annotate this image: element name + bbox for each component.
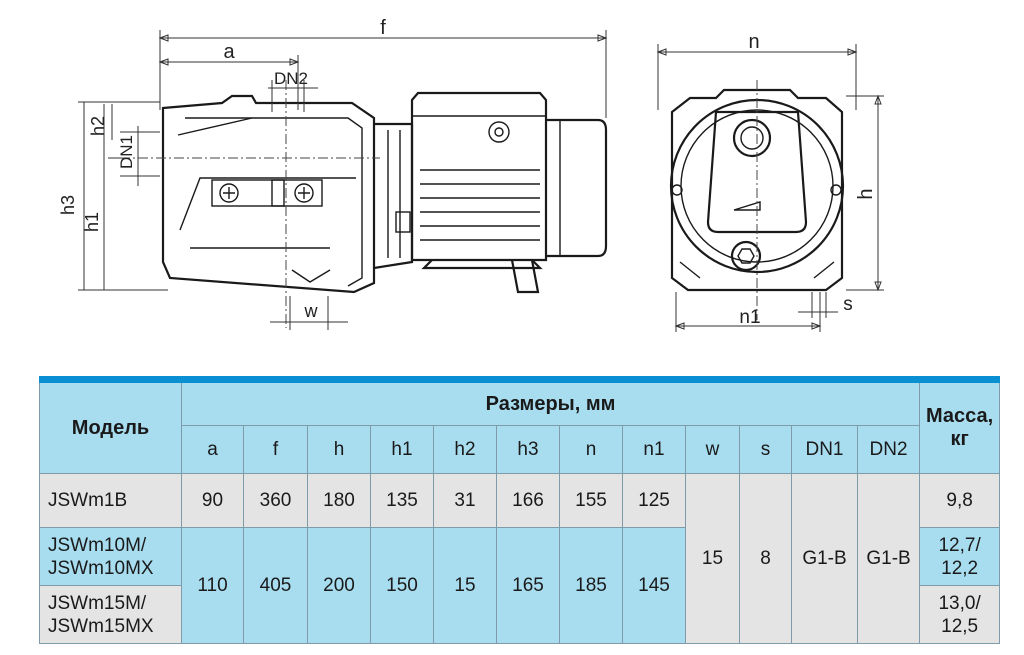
value-cell: 180	[307, 473, 371, 528]
value-cell: 360	[243, 473, 308, 528]
dim-label-dn1: DN1	[117, 135, 136, 169]
column-header: s	[739, 425, 792, 474]
model-line: JSWm10MX	[48, 557, 154, 579]
column-header: h1	[370, 425, 434, 474]
value-cell: 150	[370, 527, 434, 644]
value-cell-dn1: G1-B	[791, 473, 858, 644]
model-line: JSWm10M/	[48, 534, 147, 556]
value-cell: 165	[496, 527, 560, 644]
dim-label-dn2: DN2	[274, 69, 308, 88]
side-view-dimensions: f a DN2 h3 h1 h2 DN1 w	[58, 17, 608, 330]
value-cell-dn2: G1-B	[856, 473, 921, 644]
value-cell: 185	[559, 527, 623, 644]
value-cell: 110	[181, 527, 244, 644]
column-header: DN1	[791, 425, 858, 474]
dim-label-w: w	[304, 301, 319, 321]
column-header: w	[685, 425, 740, 474]
value-cell: 31	[433, 473, 497, 528]
value-cell: 135	[370, 473, 434, 528]
model-line: JSWm15M/	[48, 592, 147, 614]
value-cell: 15	[433, 527, 497, 644]
model-cell: JSWm1B	[39, 473, 182, 528]
dim-label-h1: h1	[82, 212, 102, 232]
value-cell: 145	[622, 527, 686, 644]
value-cell: 125	[622, 473, 686, 528]
mass-cell: 12,7/ 12,2	[919, 527, 1001, 586]
dimensions-table: Модель Размеры, мм Масса, кг a f h h1 h2…	[39, 376, 1001, 644]
value-cell: 166	[496, 473, 560, 528]
column-header: DN2	[856, 425, 921, 474]
dim-label-n1: n1	[739, 307, 760, 328]
mass-line: 12,7/	[938, 534, 981, 556]
model-cell: JSWm15M/ JSWm15MX	[39, 585, 182, 644]
mass-cell: 9,8	[919, 473, 1001, 528]
mass-header: Масса, кг	[919, 379, 1001, 474]
model-line: JSWm15MX	[48, 615, 154, 637]
pump-front-view	[669, 80, 845, 320]
mass-cell: 13,0/ 12,5	[919, 585, 1001, 644]
dim-label-h: h	[855, 188, 877, 199]
value-cell: 90	[181, 473, 244, 528]
dim-label-s: s	[843, 294, 853, 315]
column-header: h	[307, 425, 371, 474]
dim-label-a: a	[223, 41, 235, 63]
value-cell-w: 15	[685, 473, 740, 644]
dim-label-f: f	[380, 17, 386, 39]
column-header: f	[243, 425, 308, 474]
dim-label-h2: h2	[88, 116, 108, 136]
mass-line: 13,0/	[938, 592, 981, 614]
column-header: n	[559, 425, 623, 474]
value-cell: 155	[559, 473, 623, 528]
technical-drawing: f a DN2 h3 h1 h2 DN1 w n	[58, 17, 884, 332]
column-header: h2	[433, 425, 497, 474]
table-row: JSWm1B 90 360 180 135 31 166 155 125 15 …	[39, 473, 1001, 644]
value-cell-s: 8	[739, 473, 792, 644]
dimensions-header: Размеры, мм	[180, 379, 921, 426]
model-header: Модель	[39, 379, 182, 474]
column-header: a	[181, 425, 244, 474]
table-row: JSWm10M/ JSWm10MX 110 405 200 150 15 165…	[39, 527, 1001, 644]
value-cell: 405	[243, 527, 308, 644]
column-header: n1	[622, 425, 686, 474]
value-cell: 200	[307, 527, 371, 644]
front-view-dimensions: n h n1 s	[656, 31, 884, 332]
table-row: JSWm15M/ JSWm15MX 13,0/ 12,5	[39, 585, 1001, 644]
mass-line: 12,5	[941, 615, 979, 637]
mass-line: 12,2	[941, 557, 979, 579]
dim-label-n: n	[748, 31, 759, 53]
pump-side-view	[120, 80, 608, 328]
column-header: h3	[496, 425, 560, 474]
model-cell: JSWm10M/ JSWm10MX	[39, 527, 182, 586]
dim-label-h3: h3	[58, 195, 78, 215]
